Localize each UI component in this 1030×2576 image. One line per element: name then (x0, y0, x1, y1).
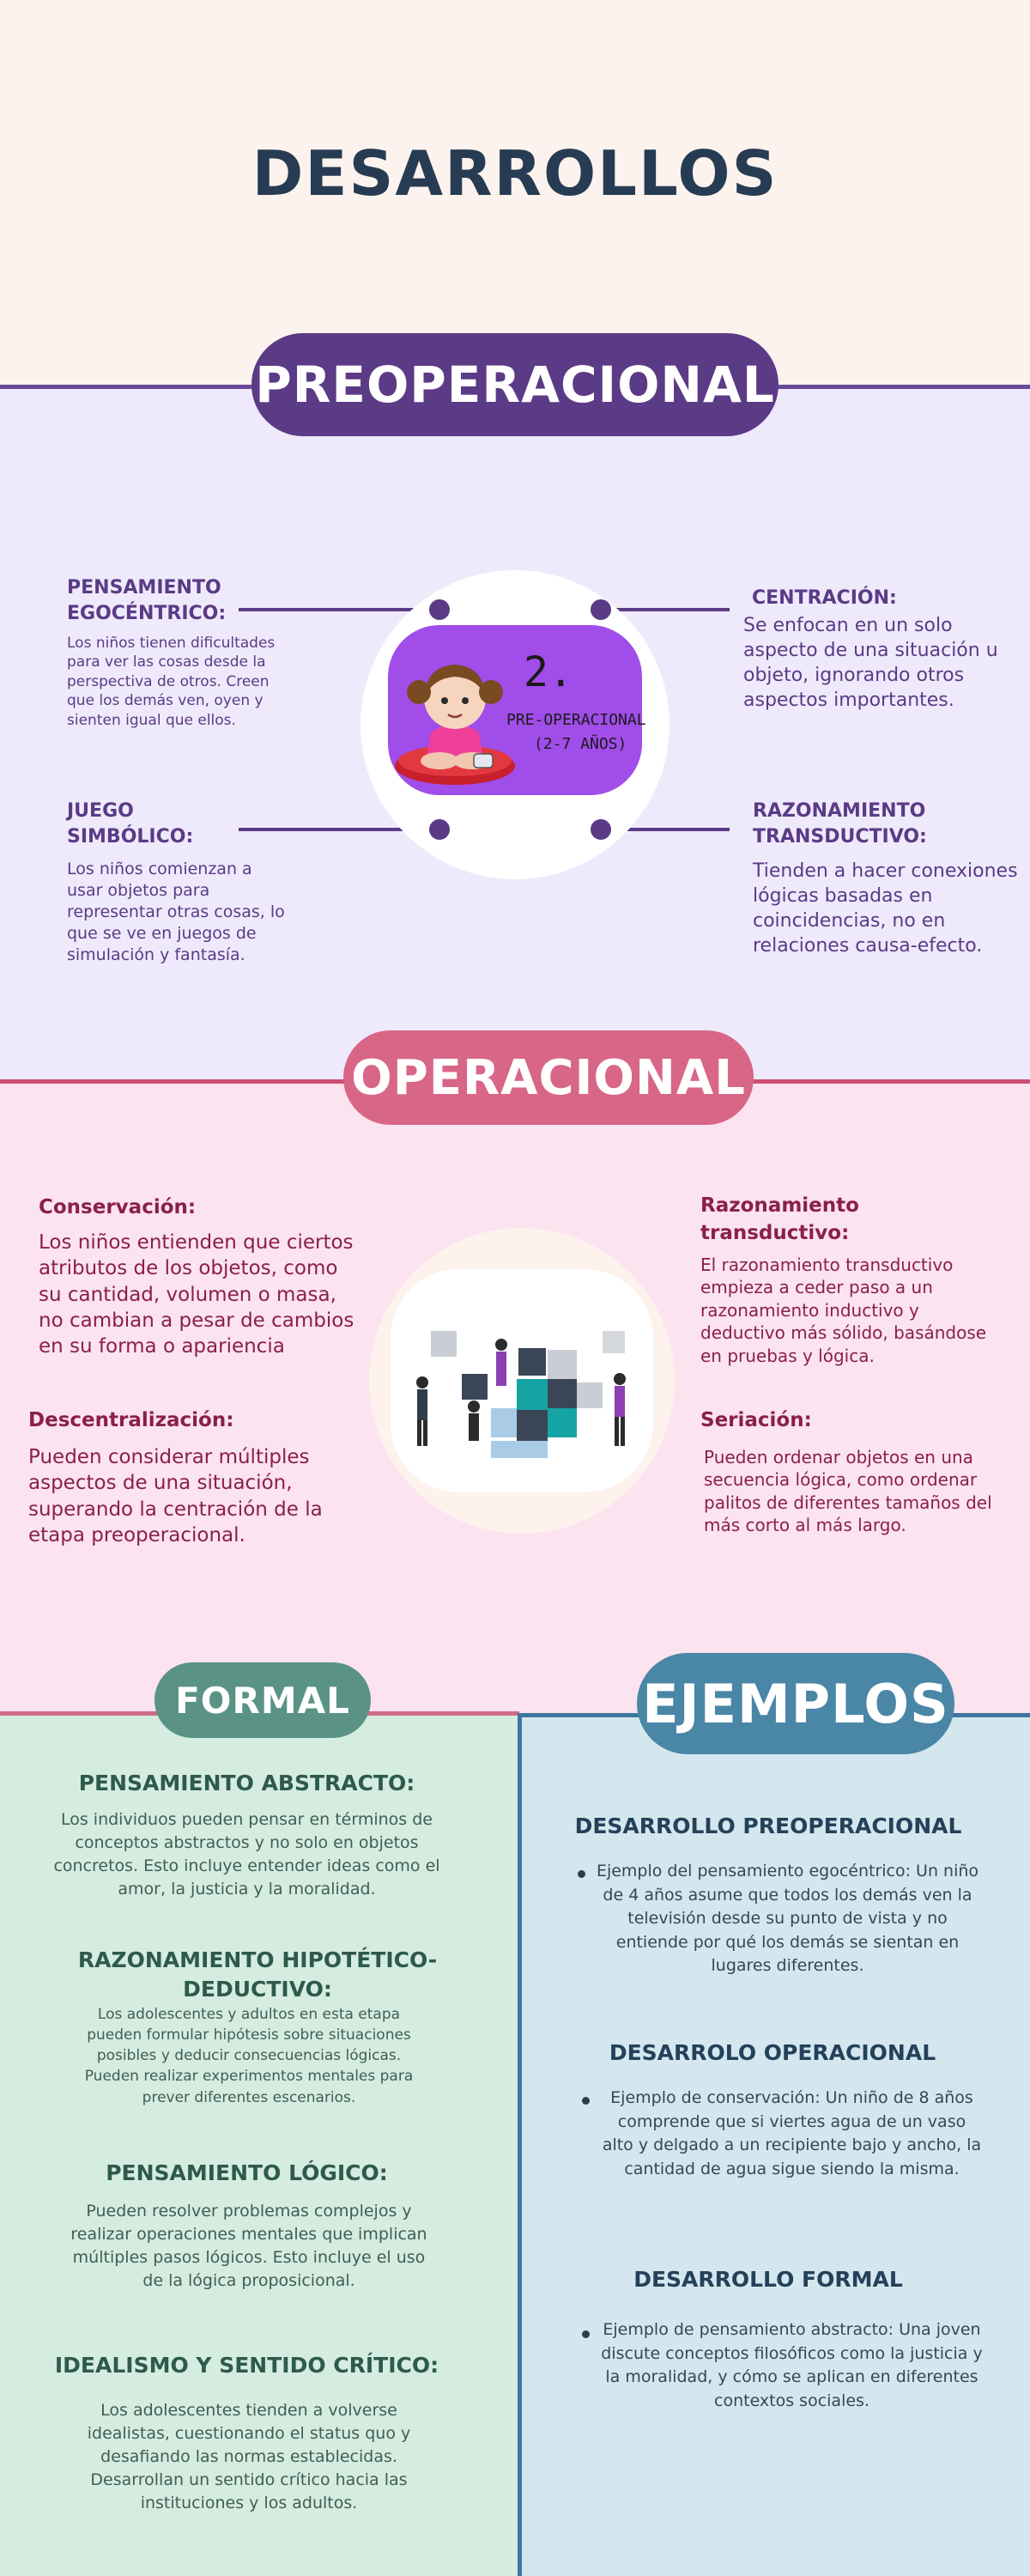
preoperacional-label: PREOPERACIONAL (251, 333, 779, 436)
item-text: Los niños entienden que ciertos atributo… (39, 1231, 354, 1358)
stage-number: 2. (524, 648, 573, 696)
header-section (0, 0, 1030, 386)
item-title: PENSAMIENTO LÓGICO: (106, 2160, 388, 2185)
connector-line (239, 828, 440, 831)
item-title: Razonamiento transductivo: (700, 1194, 859, 1245)
connector-dot (591, 599, 611, 620)
item-title: RAZONAMIENTO HIPOTÉTICO-DEDUCTIVO: (77, 1947, 438, 2002)
ejemplos-section (519, 1713, 1030, 2576)
item-text: Se enfocan en un solo aspecto de una sit… (743, 615, 998, 712)
example-text: Ejemplo del pensamiento egocéntrico: Un … (596, 1862, 979, 1976)
ejemplos-label: EJEMPLOS (637, 1653, 954, 1754)
item-text: Tienden a hacer conexiones lógicas basad… (753, 860, 1018, 957)
connector-dot (429, 819, 450, 840)
connector-dot (591, 819, 611, 840)
preoperacional-illustration (388, 625, 642, 795)
item-text: Los niños tienen dificultades para ver l… (67, 635, 276, 729)
item-text: Los individuos pueden pensar en términos… (53, 1810, 440, 1899)
bullet-icon (582, 2330, 590, 2338)
item-text: Los adolescentes tienden a volverse idea… (87, 2401, 411, 2512)
item-title: IDEALISMO Y SENTIDO CRÍTICO: (54, 2353, 439, 2378)
bullet-icon (578, 1870, 585, 1878)
item-title: PENSAMIENTO EGOCÉNTRICO: (67, 577, 227, 624)
connector-line (239, 608, 440, 611)
operacional-label: OPERACIONAL (343, 1030, 754, 1125)
connector-dot (429, 599, 450, 620)
item-text: Los adolescentes y adultos en esta etapa… (84, 2006, 414, 2106)
page-title: DESARROLLOS (251, 137, 779, 210)
item-title: Descentralización: (28, 1409, 234, 1431)
item-title: Seriación: (700, 1409, 812, 1431)
bullet-icon (582, 2097, 590, 2105)
stage-age: (2-7 AÑOS) (534, 735, 627, 753)
item-text: Pueden considerar múltiples aspectos de … (28, 1446, 323, 1547)
item-text: Pueden resolver problemas complejos y re… (70, 2202, 427, 2290)
item-title: CENTRACIÓN: (752, 587, 897, 609)
puzzle-teamwork-icon (416, 1331, 626, 1458)
example-title: DESARROLO OPERACIONAL (609, 2040, 936, 2065)
connector-line (601, 608, 730, 611)
example-text: Ejemplo de pensamiento abstracto: Una jo… (601, 2320, 983, 2410)
example-text: Ejemplo de conservación: Un niño de 8 añ… (602, 2088, 982, 2178)
girl-sitting-icon (395, 665, 515, 785)
stage-caption: PRE-OPERACIONAL (506, 711, 646, 729)
item-text: Los niños comienzan a usar objetos para … (67, 860, 285, 965)
item-title: PENSAMIENTO ABSTRACTO: (78, 1771, 415, 1795)
item-title: Conservación: (39, 1196, 197, 1218)
formal-section (0, 1713, 519, 2576)
item-title: RAZONAMIENTO TRANSDUCTIVO: (753, 800, 927, 848)
item-text: El razonamiento transductivo empieza a c… (700, 1255, 987, 1366)
connector-line (601, 828, 730, 831)
item-title: JUEGO SIMBÓLICO: (67, 800, 194, 848)
column-divider (518, 1713, 522, 2576)
formal-label: FORMAL (154, 1662, 371, 1738)
item-text: Pueden ordenar objetos en una secuencia … (704, 1447, 992, 1536)
example-title: DESARROLLO PREOPERACIONAL (574, 1814, 962, 1838)
example-title: DESARROLLO FORMAL (633, 2267, 903, 2292)
